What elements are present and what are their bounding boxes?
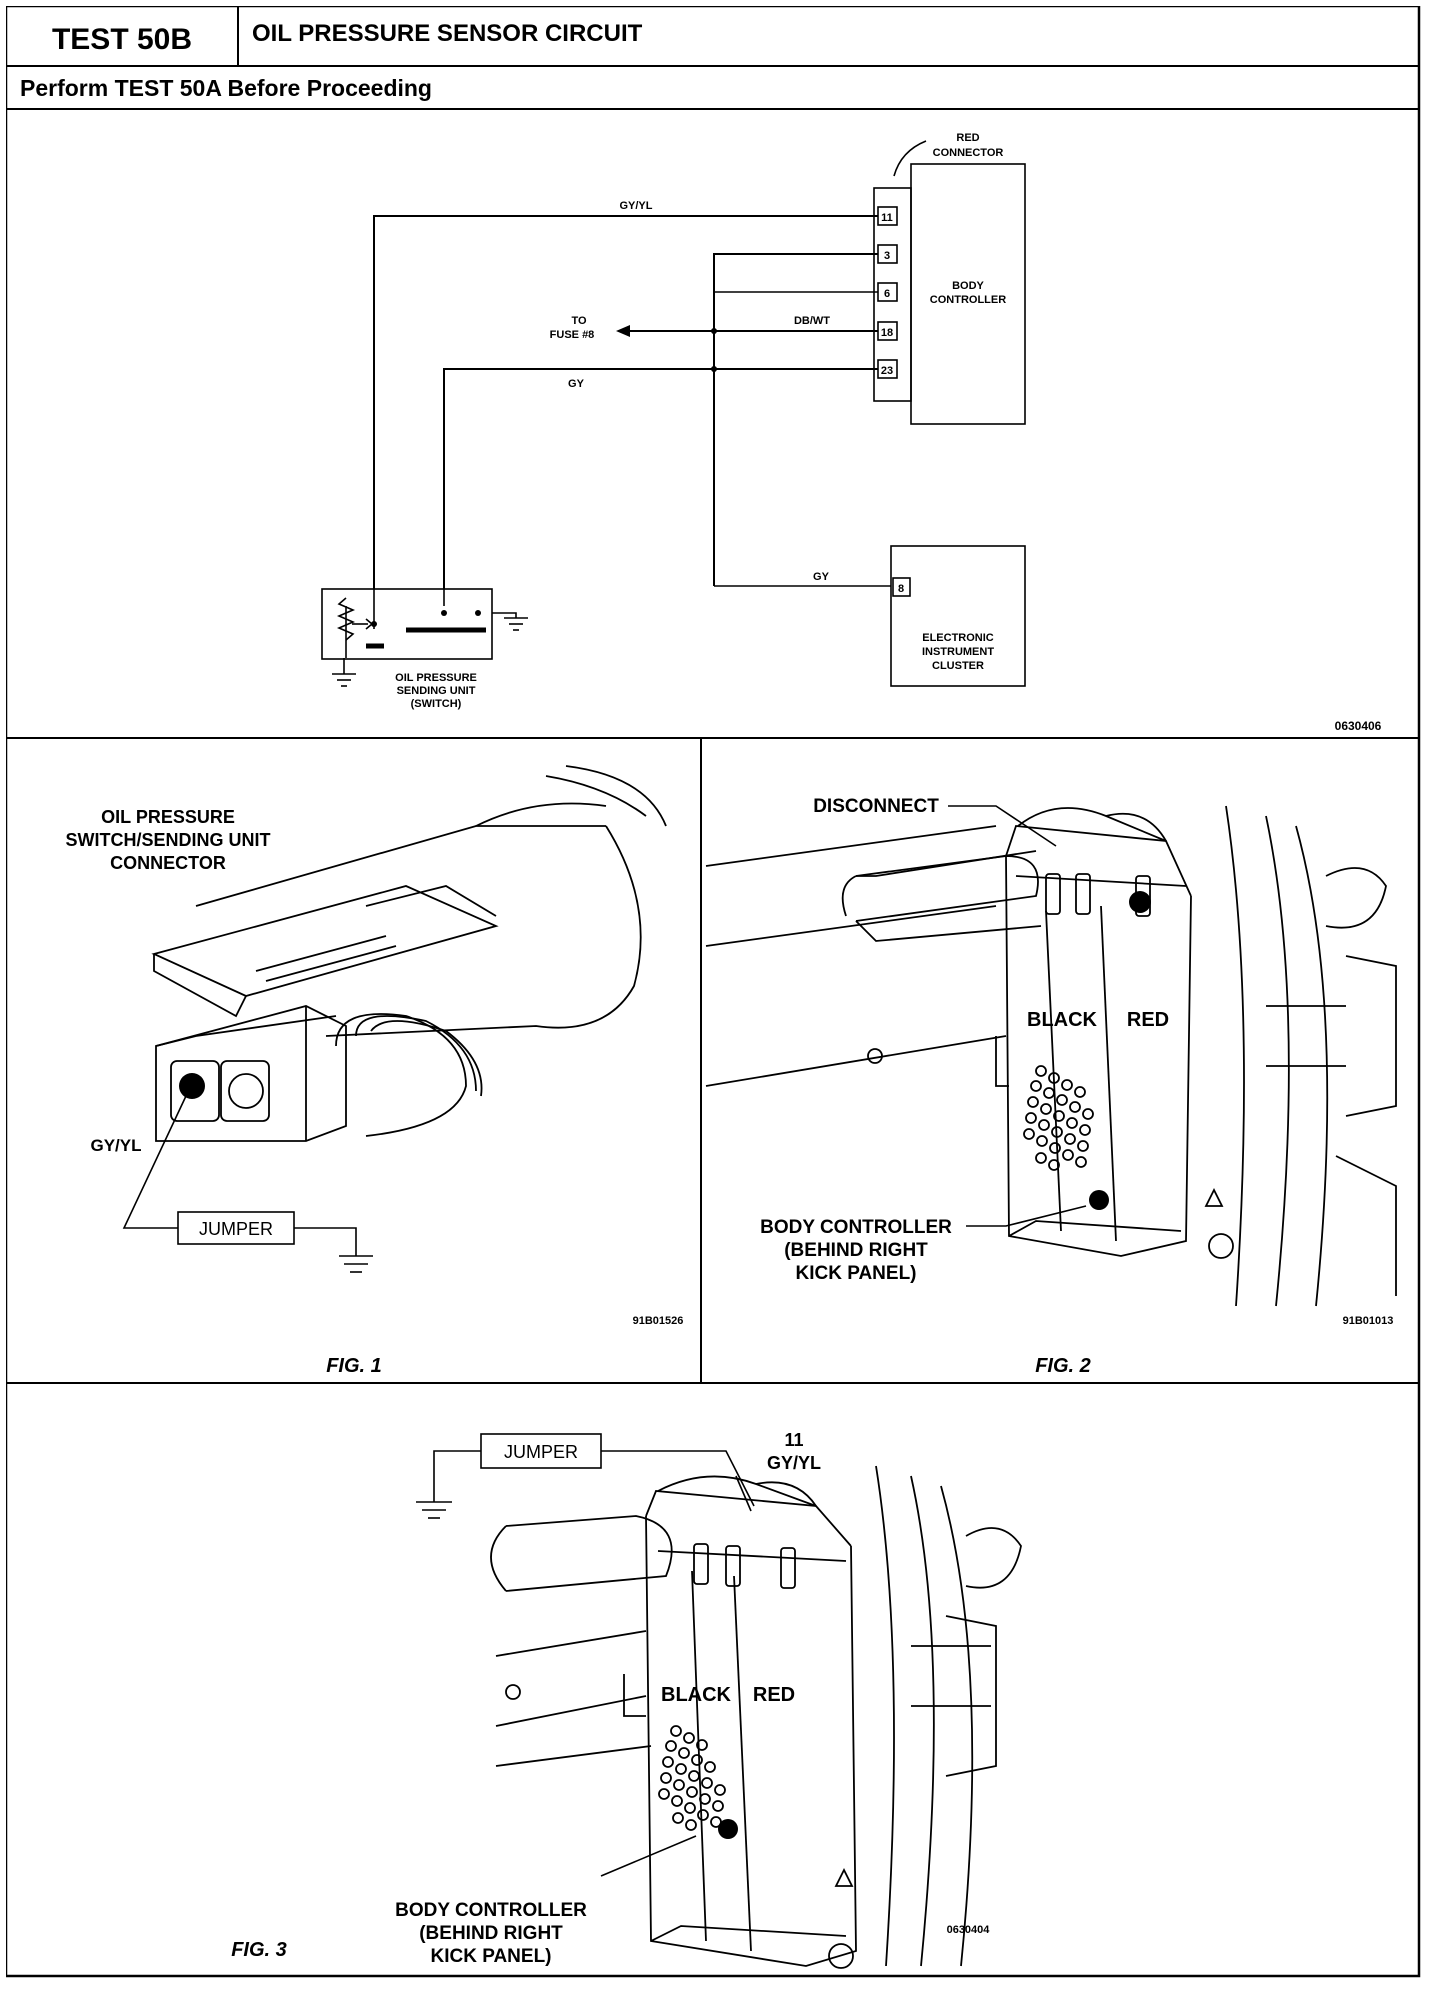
fig3-body-controller-label-3: KICK PANEL): [430, 1946, 551, 1967]
fuse-label-2: FUSE #8: [550, 329, 595, 341]
fig3-jumper-label: JUMPER: [504, 1442, 578, 1462]
test-title: OIL PRESSURE SENSOR CIRCUIT: [252, 20, 643, 47]
instrument-cluster-box: [890, 545, 1026, 687]
fig1-connector-label-2: SWITCH/SENDING UNIT: [66, 830, 271, 850]
wire-label-gy-yl: GY/YL: [619, 200, 652, 212]
cluster-label-3: CLUSTER: [932, 660, 984, 672]
sender-label-3: (SWITCH): [411, 698, 462, 710]
fig2-code: 91B01013: [1343, 1315, 1394, 1327]
fig2-body-controller-label-3: KICK PANEL): [795, 1263, 916, 1284]
pin-18: 18: [881, 327, 893, 339]
service-manual-page: TEST 50B OIL PRESSURE SENSOR CIRCUIT Per…: [4, 4, 1421, 1978]
pin-23: 23: [881, 365, 893, 377]
fig2-body-controller-label: BODY CONTROLLER: [760, 1217, 952, 1238]
pin-3: 3: [884, 250, 890, 262]
sender-label-2: SENDING UNIT: [397, 685, 476, 697]
fig1-caption: FIG. 1: [326, 1355, 382, 1377]
pin-11: 11: [881, 212, 893, 224]
fig3-body-controller-label: BODY CONTROLLER: [395, 1900, 587, 1921]
fig3-red-label: RED: [753, 1684, 795, 1706]
oil-pressure-sender-box: [321, 588, 493, 660]
fig3-pin-label: 11: [784, 1430, 803, 1450]
fig3-caption: FIG. 3: [231, 1939, 287, 1961]
cluster-pin-8: 8: [898, 583, 904, 595]
test-subtitle: Perform TEST 50A Before Proceeding: [20, 75, 432, 101]
fig1-jumper-label: JUMPER: [199, 1219, 273, 1239]
fig2-black-label: BLACK: [1027, 1009, 1098, 1031]
body-controller-label-2: CONTROLLER: [930, 294, 1006, 306]
fig3-body-controller-label-2: (BEHIND RIGHT: [419, 1923, 563, 1944]
figure-2: DISCONNECT BLACK RED BODY CONTROLLER (BE…: [705, 796, 1397, 1377]
red-connector-label: RED: [956, 132, 979, 144]
test-number: TEST 50B: [52, 23, 192, 56]
cluster-label-2: INSTRUMENT: [922, 646, 994, 658]
body-controller-label: BODY: [952, 280, 984, 292]
fig2-caption: FIG. 2: [1035, 1355, 1091, 1377]
sender-label: OIL PRESSURE: [395, 672, 477, 684]
fig1-connector-label-3: CONNECTOR: [110, 853, 226, 873]
fig3-code: 0630404: [947, 1924, 991, 1936]
cluster-label: ELECTRONIC: [922, 632, 994, 644]
figure-1: OIL PRESSURE SWITCH/SENDING UNIT CONNECT…: [66, 765, 684, 1377]
fig1-wire-label: GY/YL: [90, 1136, 141, 1155]
red-connector-strip: [873, 187, 912, 402]
wiring-schematic: RED CONNECTOR BODY CONTROLLER 11 3 6 18 …: [321, 132, 1382, 733]
fig2-body-controller-label-2: (BEHIND RIGHT: [784, 1240, 928, 1261]
pin-6: 6: [884, 288, 890, 300]
fig3-black-label: BLACK: [661, 1684, 732, 1706]
fuse-label: TO: [571, 315, 587, 327]
wire-label-db-wt: DB/WT: [794, 315, 830, 327]
schematic-code: 0630406: [1335, 719, 1382, 733]
red-connector-label-2: CONNECTOR: [933, 147, 1004, 159]
fig1-connector-label: OIL PRESSURE: [101, 807, 235, 827]
fig2-disconnect-label: DISCONNECT: [813, 796, 939, 817]
wire-label-gy-bottom: GY: [813, 571, 830, 583]
fig1-code: 91B01526: [633, 1315, 684, 1327]
figure-3: JUMPER 11 GY/YL BLACK RED BODY CONTROLLE…: [231, 1430, 1022, 1969]
page-frame: [4, 4, 1421, 1978]
fig2-red-label: RED: [1127, 1009, 1169, 1031]
wire-label-gy-top: GY: [568, 378, 585, 390]
fig3-wire-label: GY/YL: [767, 1453, 821, 1473]
